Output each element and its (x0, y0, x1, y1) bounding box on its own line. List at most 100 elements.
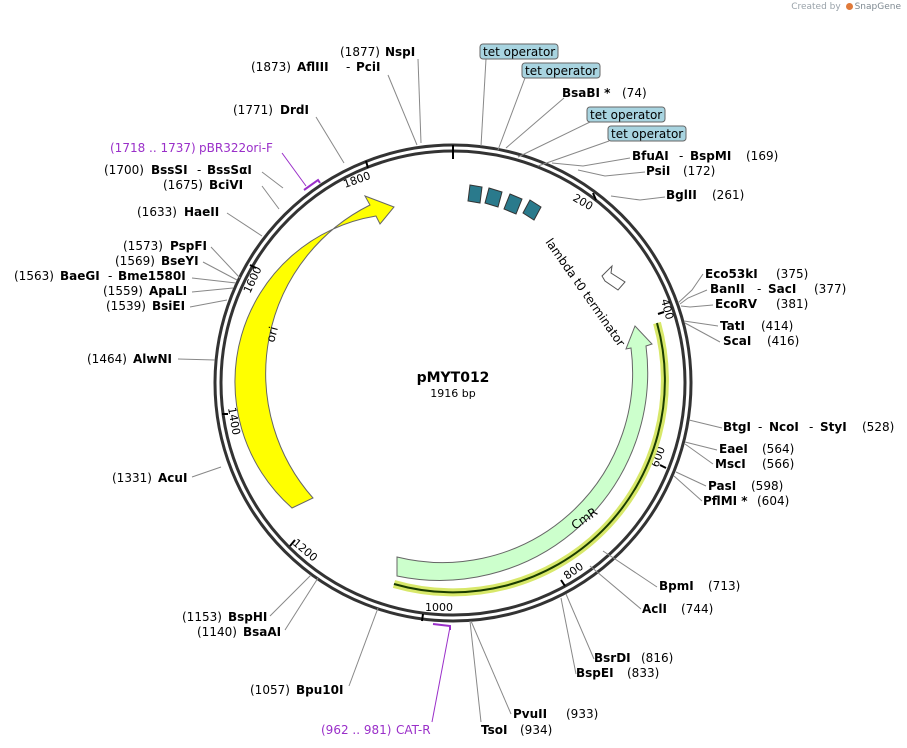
terminator-label: lambda t0 terminator (543, 236, 628, 350)
enzyme-pos-drdi: (1771) (233, 103, 273, 117)
enzyme-sep: - (758, 420, 762, 434)
enzyme-drdi[interactable]: DrdI (280, 103, 309, 117)
enzyme-bsaai[interactable]: BsaAI (243, 625, 281, 639)
enzyme-styi[interactable]: StyI (820, 420, 847, 434)
tet-operator-block[interactable] (484, 187, 503, 208)
enzyme-afliii[interactable]: AflIII (297, 60, 329, 74)
enzyme-acli[interactable]: AclI (642, 602, 667, 616)
enzyme-bsssai[interactable]: BssSαI (207, 163, 252, 177)
enzyme-alwni[interactable]: AlwNI (133, 352, 172, 366)
primer-pbr322ori-f[interactable]: (1718 .. 1737) pBR322ori-F (110, 141, 321, 191)
tick-marks (222, 160, 667, 622)
tet-operator-box[interactable] (607, 125, 687, 142)
enzyme-ecorv[interactable]: EcoRV (715, 297, 758, 311)
plasmid-name: pMYT012 (417, 370, 490, 386)
enzyme-banii[interactable]: BanII (710, 282, 745, 296)
tick-mark-1000 (421, 613, 424, 622)
tet-operator-box[interactable] (521, 62, 601, 79)
enzyme-pvuii[interactable]: PvuII (513, 707, 547, 721)
leader-line (610, 195, 666, 201)
enzyme-bsrdi[interactable]: BsrDI (594, 651, 631, 665)
tet-operator-block[interactable] (467, 184, 483, 204)
callout-line (497, 77, 526, 151)
enzyme-bme1580i[interactable]: Bme1580I (118, 269, 186, 283)
enzyme-tsoi[interactable]: TsoI (481, 723, 507, 737)
terminator-feature[interactable]: lambda t0 terminator (543, 236, 628, 350)
enzyme-saci[interactable]: SacI (768, 282, 796, 296)
enzyme-pos-eaei: (564) (762, 442, 794, 456)
leader-line (284, 577, 319, 631)
enzyme-bsiei[interactable]: BsiEI (152, 299, 185, 313)
enzyme-pos-haeii: (1633) (137, 205, 177, 219)
ori-arrow[interactable] (234, 195, 395, 509)
enzyme-pspfi[interactable]: PspFI (170, 239, 207, 253)
primer-cat-r[interactable]: (962 .. 981) CAT-R (321, 623, 451, 737)
credit: Created by SnapGene (791, 2, 901, 12)
leader-line (565, 593, 595, 660)
enzyme-eaei[interactable]: EaeI (719, 442, 748, 456)
enzyme-btgi[interactable]: BtgI (723, 420, 751, 434)
cmr-feature[interactable]: CmR (392, 321, 669, 597)
leader-line (387, 74, 418, 146)
tet-operator-callouts: tet operator tet operator tet operator t… (479, 43, 687, 167)
terminator-arrow-icon[interactable] (601, 264, 626, 291)
tet-operator-blocks[interactable] (467, 184, 542, 221)
tet-operator-box-label: tet operator (611, 127, 683, 141)
enzyme-pos-pspfi: (1573) (123, 239, 163, 253)
enzyme-eco53ki[interactable]: Eco53kI (705, 267, 758, 281)
enzyme-pflmi[interactable]: PflMI * (703, 494, 748, 508)
enzyme-bpu10i[interactable]: Bpu10I (296, 683, 343, 697)
cmr-arrow[interactable] (396, 325, 653, 581)
enzyme-psii[interactable]: PsiI (646, 164, 670, 178)
leader-line (177, 358, 216, 361)
leader-line (470, 620, 512, 715)
ori-feature[interactable]: ori (234, 195, 395, 509)
enzyme-bsssi[interactable]: BssSI (151, 163, 188, 177)
enzyme-pcii[interactable]: PciI (356, 60, 381, 74)
enzyme-bpmi[interactable]: BpmI (659, 579, 694, 593)
enzyme-pos-bpu10i: (1057) (250, 683, 290, 697)
enzyme-bsabi[interactable]: BsaBI * (562, 86, 611, 100)
enzyme-pos-eco53ki: (375) (776, 267, 808, 281)
enzyme-sep: - (757, 282, 761, 296)
primer-label: pBR322ori-F (199, 141, 273, 155)
tet-operator-box[interactable] (479, 43, 559, 60)
tet-operator-box[interactable] (586, 106, 666, 123)
enzyme-bspei[interactable]: BspEI (576, 666, 614, 680)
enzyme-apali[interactable]: ApaLI (149, 284, 187, 298)
tick-label-1800: 1800 (342, 169, 373, 191)
tet-operator-block[interactable] (522, 199, 542, 221)
primer-mark[interactable] (303, 178, 321, 191)
enzyme-bsphi[interactable]: BspHI (228, 610, 267, 624)
enzyme-haeii[interactable]: HaeII (184, 205, 219, 219)
enzyme-bseyi[interactable]: BseYI (161, 254, 199, 268)
leader-line (673, 475, 703, 502)
enzyme-baegi[interactable]: BaeGI (60, 269, 100, 283)
enzyme-bspmi[interactable]: BspMI (690, 149, 731, 163)
enzyme-leader-lines (177, 58, 723, 723)
enzyme-pos-bspei: (833) (627, 666, 659, 680)
enzyme-pos-bglii: (261) (712, 188, 744, 202)
tick-mark-600 (659, 464, 667, 469)
credit-brand: SnapGene (854, 2, 901, 12)
enzyme-pos-bsphi: (1153) (182, 610, 222, 624)
enzyme-bfuai[interactable]: BfuAI (632, 149, 669, 163)
leader-line (589, 565, 642, 610)
enzyme-nspi[interactable]: NspI (385, 45, 415, 59)
enzyme-pasi[interactable]: PasI (708, 479, 736, 493)
enzyme-msci[interactable]: MscI (715, 457, 746, 471)
enzyme-ncoi[interactable]: NcoI (769, 420, 799, 434)
enzyme-bcivi[interactable]: BciVI (209, 178, 243, 192)
tet-operator-block[interactable] (503, 193, 523, 215)
credit-prefix: Created by (791, 2, 841, 12)
leader-line (202, 261, 238, 281)
enzyme-pos-bsaai: (1140) (197, 625, 237, 639)
enzyme-scai[interactable]: ScaI (723, 334, 751, 348)
enzyme-bglii[interactable]: BglII (666, 188, 697, 202)
leader-line (191, 277, 237, 284)
primer-mark[interactable] (432, 623, 451, 630)
primer-range: (962 .. 981) (321, 723, 391, 737)
enzyme-tati[interactable]: TatI (720, 319, 745, 333)
enzyme-acui[interactable]: AcuI (158, 471, 187, 485)
enzyme-sep: - (108, 269, 112, 283)
